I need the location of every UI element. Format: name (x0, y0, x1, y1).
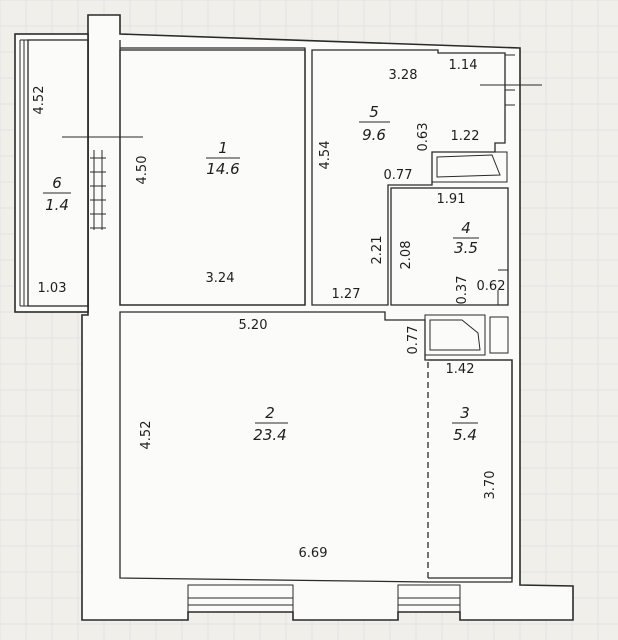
room-3 (428, 359, 513, 579)
room-2-area: 23.4 (253, 426, 286, 444)
dim-room-5-top: 3.28 (389, 68, 418, 83)
dim-room-2-height: 4.52 (139, 421, 154, 450)
room-5-number: 5 (369, 103, 379, 121)
dim-room-5-wc-top: 1.22 (451, 129, 480, 144)
room-4-area: 3.5 (454, 239, 478, 257)
balcony-door (90, 150, 106, 230)
room-1-number: 1 (218, 139, 228, 157)
dim-room-2-width: 6.69 (299, 546, 328, 561)
dim-room-3-step: 0.77 (406, 326, 421, 355)
dim-room-3-height: 3.70 (483, 471, 498, 500)
bathtub-fixture (431, 151, 508, 183)
dim-room-5-corner: 1.14 (449, 58, 478, 73)
room-5-area: 9.6 (362, 126, 386, 144)
dim-balcony-height: 4.52 (32, 86, 47, 115)
dim-room-4-top: 1.91 (437, 192, 466, 207)
room-6-area: 1.4 (45, 196, 69, 214)
window-left (187, 584, 294, 613)
room-1-area: 14.6 (206, 160, 239, 178)
room-5-wall-ticks (505, 54, 515, 106)
dim-room-5-bottom: 1.27 (332, 287, 361, 302)
dim-room-5-step-width: 0.77 (384, 168, 413, 183)
dim-room-4-outer-height: 2.21 (370, 236, 385, 265)
dim-room-2-top: 5.20 (239, 318, 268, 333)
room-1 (119, 49, 306, 306)
room-4 (390, 187, 509, 306)
dim-room-5-step: 0.63 (416, 123, 431, 152)
dim-room-1-height: 4.50 (135, 156, 150, 185)
dim-room-3-top: 1.42 (446, 362, 475, 377)
sink-fixture (424, 314, 486, 356)
window-right (397, 584, 461, 613)
room-3-number: 3 (460, 404, 470, 422)
dim-room-5-height: 4.54 (318, 141, 333, 170)
room-2-number: 2 (265, 404, 275, 422)
dim-room-4-small-height: 0.37 (455, 276, 470, 305)
room-6-balcony (14, 33, 89, 313)
room-4-niche (497, 269, 508, 305)
toilet-fixture (489, 316, 509, 354)
dim-room-4-small-width: 0.62 (477, 279, 506, 294)
room-4-number: 4 (461, 219, 471, 237)
dim-room-1-width: 3.24 (206, 271, 235, 286)
dim-room-4-inner-height: 2.08 (399, 241, 414, 270)
room-6-number: 6 (52, 174, 62, 192)
dim-balcony-width: 1.03 (38, 281, 67, 296)
room-3-area: 5.4 (453, 426, 477, 444)
